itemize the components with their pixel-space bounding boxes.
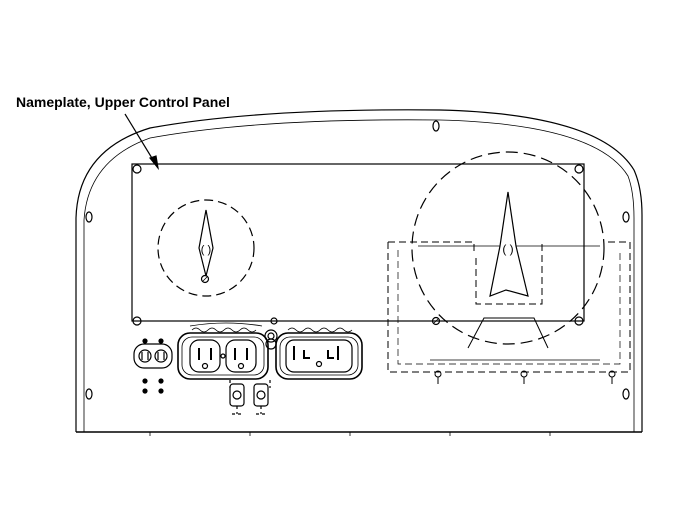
svg-text:( ): ( ) [502, 242, 513, 256]
mount-slot-top [432, 120, 440, 132]
mount-slot-right-upper [622, 211, 630, 223]
large-dial: ( ) [411, 151, 605, 345]
svg-text:( ): ( ) [201, 244, 211, 256]
panel-outline [75, 109, 643, 436]
small-dial: ( ) [157, 199, 255, 297]
mount-slot-left-upper [85, 211, 93, 223]
nameplate [131, 163, 585, 326]
duplex-outlet-120v [177, 322, 269, 380]
mount-slot-right-lower [622, 388, 630, 400]
twistlock-outlets [133, 338, 173, 394]
outlet-240v [275, 327, 363, 380]
breaker-housing [387, 241, 631, 384]
terminal-posts [229, 380, 271, 415]
callout-label: Nameplate, Upper Control Panel [16, 94, 230, 110]
mount-slot-left-lower [85, 388, 93, 400]
ground-stud [264, 317, 278, 350]
